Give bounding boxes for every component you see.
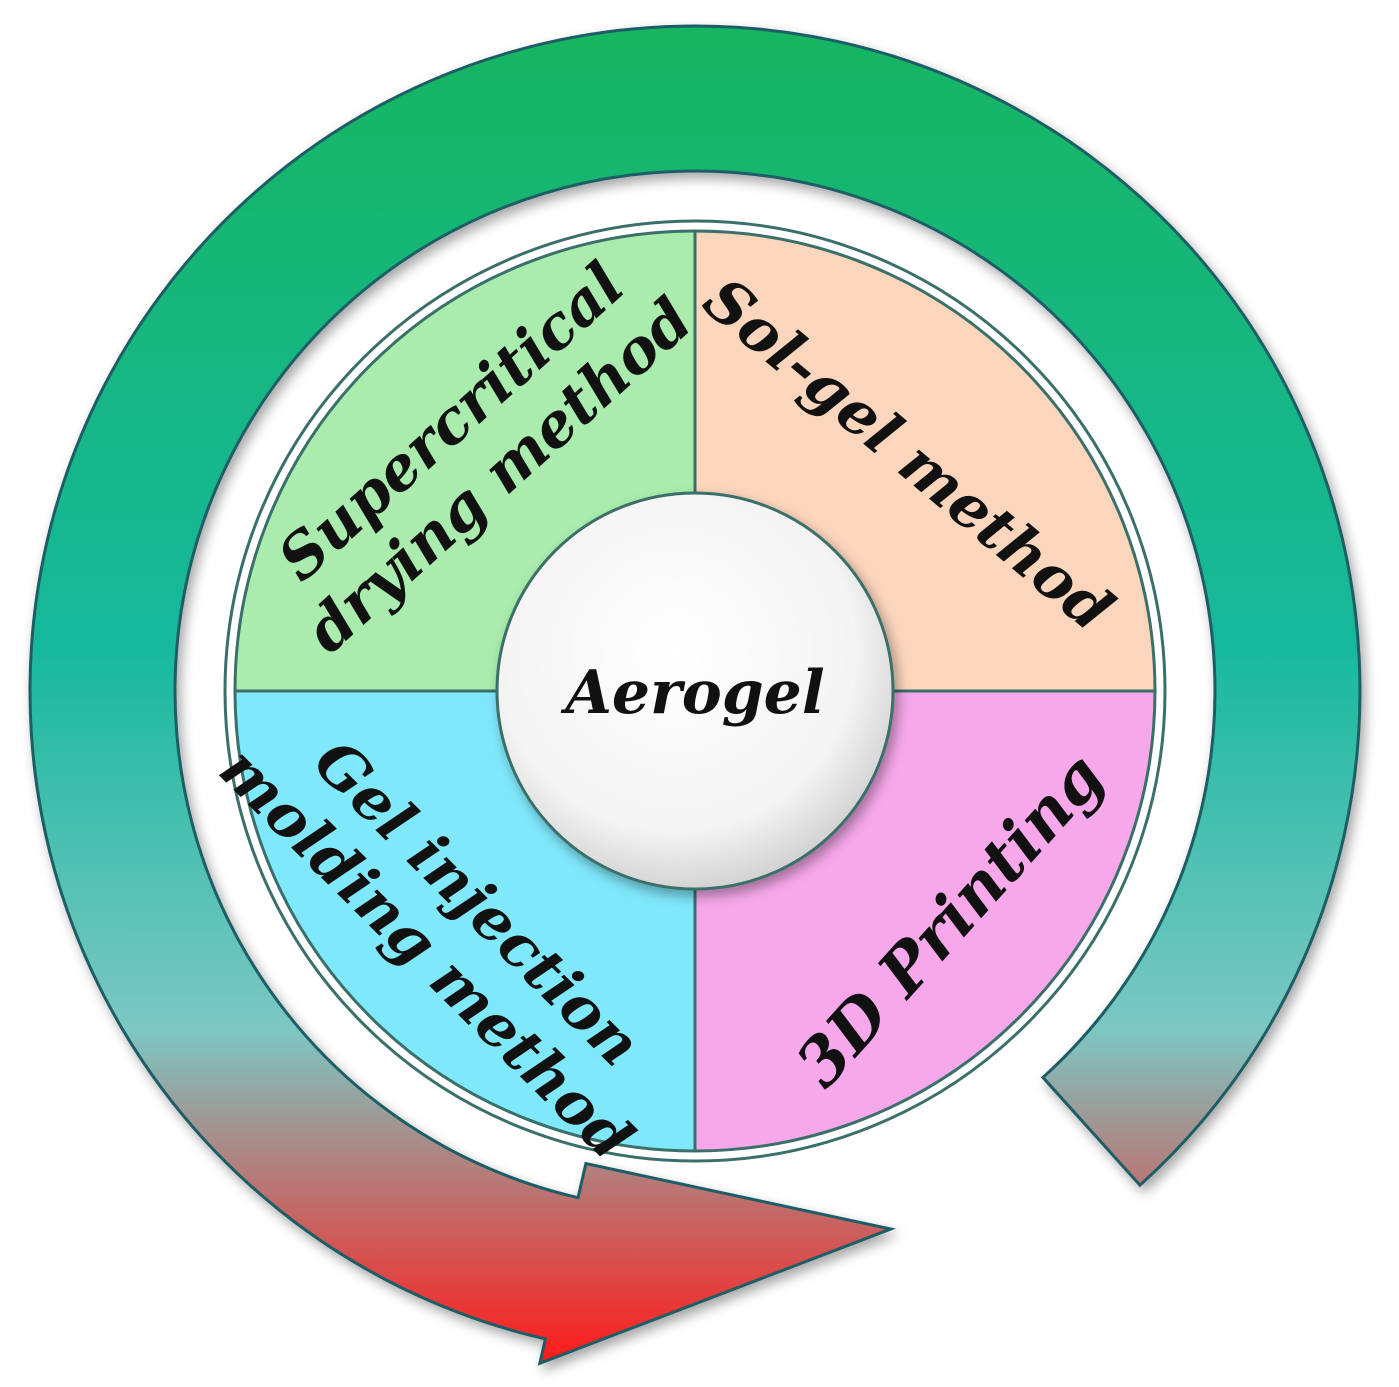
center-label: Aerogel: [560, 658, 824, 728]
cycle-arrow-ring: [28, 24, 1362, 1366]
quadrant-outline: [233, 229, 1157, 1153]
center-circle: [495, 491, 895, 891]
